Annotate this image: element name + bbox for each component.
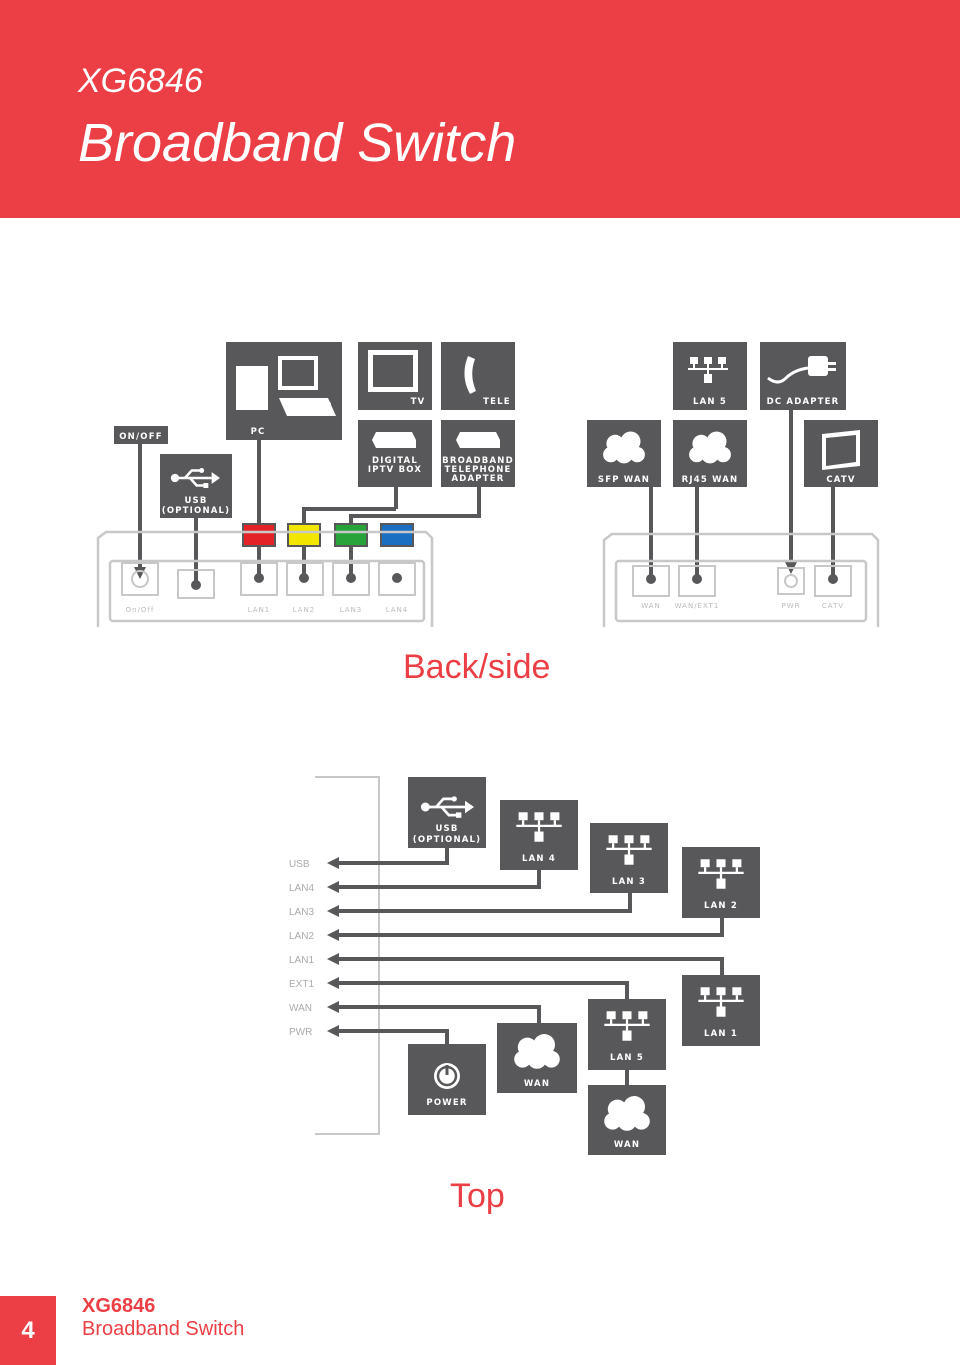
top-side-labels: USB LAN4 LAN3 LAN2 LAN1 EXT1 WAN PWR [289, 859, 314, 1038]
port-label-onoff: On/Off [126, 606, 155, 614]
port-label-pwr: PWR [781, 602, 800, 610]
lan2-box-top: LAN 2 [682, 847, 760, 918]
device-left-outline [96, 530, 434, 627]
catv-label: CATV [826, 475, 855, 485]
arrowhead [327, 953, 339, 965]
usb-box-top: USB (OPTIONAL) [408, 777, 486, 848]
lan4-box-top: LAN 4 [500, 800, 578, 870]
dc-adapter-label: DC ADAPTER [767, 397, 840, 407]
top-lan2-label: LAN 2 [704, 901, 738, 911]
side-label-lan3: LAN3 [289, 907, 314, 918]
lan5-box: LAN 5 [673, 342, 747, 410]
pc-box: PC [226, 342, 342, 440]
lan5-box-top: LAN 5 [588, 999, 666, 1070]
telephone-adapter-box: BROADBAND TELEPHONE ADAPTER [441, 420, 515, 487]
sfp-wan-label: SFP WAN [598, 475, 650, 485]
arrowhead [327, 905, 339, 917]
left-ports [121, 562, 416, 599]
header-model: XG6846 [78, 62, 203, 100]
port-label-wan: WAN [641, 602, 661, 610]
port-color-markers [242, 523, 414, 547]
arrowhead [327, 929, 339, 941]
top-lines [336, 848, 724, 1085]
side-label-lan1: LAN1 [289, 955, 314, 966]
iptv-label-2: IPTV BOX [368, 465, 422, 475]
lan1-box-top: LAN 1 [682, 975, 760, 1046]
lan3-box-top: LAN 3 [590, 823, 668, 893]
bta-label-3: ADAPTER [452, 474, 505, 484]
on-off-box: ON/OFF [114, 426, 168, 444]
lan5-label: LAN 5 [693, 397, 727, 407]
port-color-marker [287, 523, 321, 547]
top-power-label: POWER [426, 1098, 467, 1108]
arrowhead [327, 1001, 339, 1013]
top-usb-label-1: USB [435, 824, 458, 834]
bta-label-2: TELEPHONE [444, 465, 511, 475]
header-title: Broadband Switch [78, 113, 517, 173]
iptv-label-1: DIGITAL [372, 456, 418, 466]
arrowhead [327, 881, 339, 893]
top-arrowheads [327, 857, 339, 1037]
port-label-lan2: LAN2 [293, 606, 316, 614]
top-caption: Top [450, 1177, 505, 1215]
top-lan4-label: LAN 4 [522, 854, 556, 864]
sfp-wan-box: SFP WAN [587, 420, 661, 487]
rj45-wan-label: RJ45 WAN [682, 475, 739, 485]
usb-port-icon [184, 602, 206, 612]
dc-adapter-box: DC ADAPTER [760, 342, 846, 410]
top-wan-label-b: WAN [614, 1140, 640, 1150]
device-right-outline [602, 532, 880, 627]
rj45-wan-box: RJ45 WAN [673, 420, 747, 487]
power-box-top: POWER [408, 1044, 486, 1115]
right-ports [632, 565, 852, 597]
port-label-lan1: LAN1 [248, 606, 271, 614]
top-lan1-label: LAN 1 [704, 1029, 738, 1039]
tv-label: TV [411, 397, 426, 407]
top-lan3-label: LAN 3 [612, 877, 646, 887]
bta-label-1: BROADBAND [442, 456, 514, 466]
back-side-caption: Back/side [403, 648, 551, 686]
port-label-lan3: LAN3 [340, 606, 363, 614]
tele-box: TELE [441, 342, 515, 410]
arrowhead [327, 857, 339, 869]
port-labels-right: WAN WAN/EXT1 PWR CATV [641, 602, 844, 610]
catv-box: CATV [804, 420, 878, 487]
side-label-usb: USB [289, 859, 310, 870]
footer-model: XG6846 [82, 1295, 156, 1317]
arrowhead [327, 1025, 339, 1037]
top-bracket [315, 776, 380, 1135]
port-color-marker [334, 523, 368, 547]
on-off-label: ON/OFF [119, 432, 162, 442]
wan-box-top-b: WAN [588, 1085, 666, 1155]
page-number: 4 [0, 1296, 56, 1365]
iptv-box: DIGITAL IPTV BOX [358, 420, 432, 487]
usb-label-1: USB [184, 496, 207, 506]
usb-box-back: USB (OPTIONAL) [160, 454, 232, 518]
side-label-ext1: EXT1 [289, 979, 314, 990]
port-labels-left: On/Off LAN1 LAN2 LAN3 LAN4 [126, 602, 409, 614]
side-label-lan2: LAN2 [289, 931, 314, 942]
side-label-pwr: PWR [289, 1027, 312, 1038]
tele-label: TELE [483, 397, 511, 407]
side-label-wan: WAN [289, 1003, 312, 1014]
pc-label: PC [251, 427, 266, 437]
side-label-lan4: LAN4 [289, 883, 314, 894]
top-usb-label-2: (OPTIONAL) [413, 835, 482, 845]
port-label-lan4: LAN4 [386, 606, 409, 614]
port-label-wan-ext1: WAN/EXT1 [675, 602, 720, 610]
top-lan5-label: LAN 5 [610, 1053, 644, 1063]
arrowhead [327, 977, 339, 989]
port-color-marker [380, 523, 414, 547]
top-wan-label-a: WAN [524, 1079, 550, 1089]
wan-box-top-a: WAN [497, 1023, 577, 1093]
tv-box: TV [358, 342, 432, 410]
footer-title: Broadband Switch [82, 1318, 245, 1340]
port-color-marker [242, 523, 276, 547]
port-label-catv: CATV [822, 602, 844, 610]
port-jacks [191, 573, 838, 590]
header-banner: XG6846 Broadband Switch [0, 0, 960, 218]
usb-label-2: (OPTIONAL) [162, 506, 231, 516]
